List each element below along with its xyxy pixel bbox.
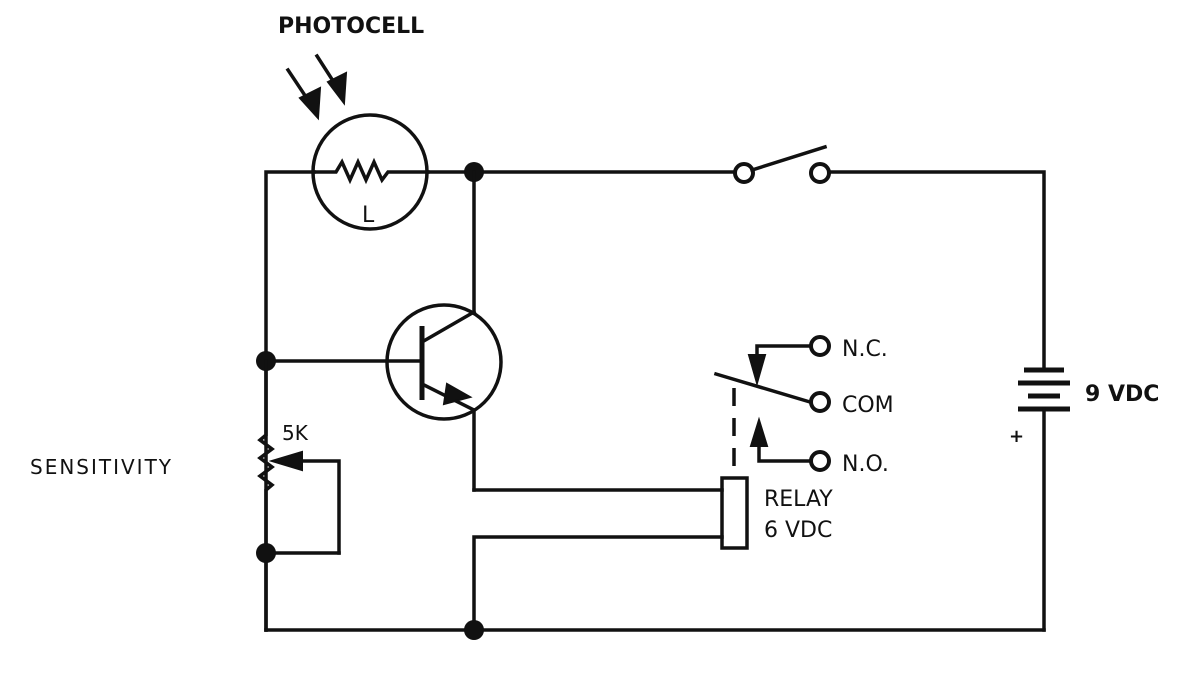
relay-label-line1: RELAY: [764, 487, 833, 512]
wire-relay-return: [472, 535, 724, 632]
sensitivity-label: SENSITIVITY: [30, 455, 173, 479]
relay-coil: [720, 476, 749, 550]
battery-9vdc: +: [1009, 367, 1070, 632]
light-arrows-icon: [285, 53, 348, 121]
contact-label-com: COM: [842, 393, 894, 418]
sensitivity-potentiometer: [257, 359, 341, 632]
photocell: L: [311, 113, 430, 231]
junction-bottom: [464, 620, 484, 640]
transistor: [264, 170, 503, 492]
battery-label: 9 VDC: [1085, 382, 1159, 407]
power-switch: [733, 144, 831, 184]
wire-top-right: [827, 170, 1046, 372]
wire-top-left: [264, 170, 316, 632]
contact-label-nc: N.C.: [842, 337, 888, 362]
photocell-label: PHOTOCELL: [278, 14, 424, 39]
junction-pot: [256, 543, 276, 563]
plus-sign: +: [1009, 426, 1024, 447]
contact-label-no: N.O.: [842, 452, 889, 477]
photocell-letter: L: [362, 203, 375, 228]
relay-label-line2: 6 VDC: [764, 518, 832, 543]
relay-contacts: [713, 335, 831, 472]
pot-value: 5K: [282, 421, 309, 445]
